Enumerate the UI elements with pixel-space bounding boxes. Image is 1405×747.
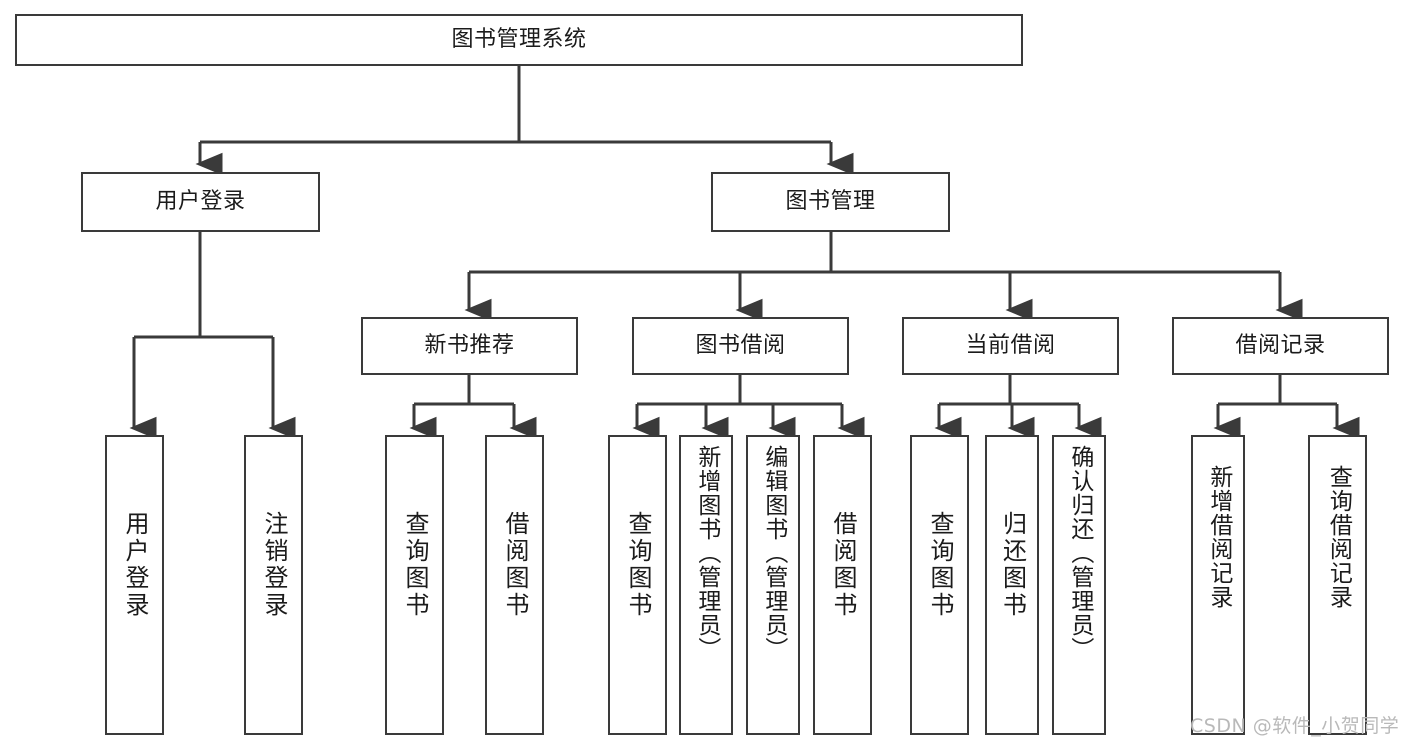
node-leaf-return-book[interactable]: 归还图书 — [985, 435, 1039, 735]
node-borrow-record[interactable]: 借阅记录 — [1172, 317, 1389, 375]
node-leaf-query-record-label: 查询借阅记录 — [1325, 465, 1352, 609]
node-book-manage-label: 图书管理 — [785, 188, 876, 214]
node-leaf-borrow-book-1-label: 借阅图书 — [500, 511, 529, 619]
node-leaf-logout-label: 注销登录 — [259, 511, 288, 619]
node-leaf-borrow-book-1[interactable]: 借阅图书 — [485, 435, 544, 735]
node-leaf-confirm-return-label: 确认归还（管理员） — [1066, 445, 1093, 661]
node-user-login-label: 用户登录 — [155, 188, 246, 214]
node-leaf-query-book-2-label: 查询图书 — [623, 511, 652, 619]
node-new-book-recommend[interactable]: 新书推荐 — [361, 317, 578, 375]
node-root[interactable]: 图书管理系统 — [15, 14, 1023, 66]
node-current-borrow[interactable]: 当前借阅 — [902, 317, 1119, 375]
node-leaf-borrow-book-2-label: 借阅图书 — [828, 511, 857, 619]
node-leaf-return-book-label: 归还图书 — [998, 511, 1027, 619]
csdn-watermark: CSDN @软件_小贺同学 — [1190, 715, 1400, 737]
node-current-borrow-label: 当前借阅 — [965, 332, 1056, 358]
node-leaf-query-book-1-label: 查询图书 — [400, 511, 429, 619]
node-user-login[interactable]: 用户登录 — [81, 172, 320, 232]
node-leaf-edit-book-label: 编辑图书（管理员） — [760, 445, 787, 661]
node-leaf-add-record[interactable]: 新增借阅记录 — [1191, 435, 1245, 735]
node-leaf-add-book[interactable]: 新增图书（管理员） — [679, 435, 733, 735]
node-leaf-borrow-book-2[interactable]: 借阅图书 — [813, 435, 872, 735]
node-book-manage[interactable]: 图书管理 — [711, 172, 950, 232]
node-leaf-query-book-3[interactable]: 查询图书 — [910, 435, 969, 735]
node-leaf-user-login-label: 用户登录 — [120, 511, 149, 619]
node-leaf-add-book-label: 新增图书（管理员） — [693, 445, 720, 661]
node-book-borrow[interactable]: 图书借阅 — [632, 317, 849, 375]
node-root-label: 图书管理系统 — [451, 26, 587, 52]
node-leaf-edit-book[interactable]: 编辑图书（管理员） — [746, 435, 800, 735]
node-leaf-add-record-label: 新增借阅记录 — [1205, 465, 1232, 609]
node-borrow-record-label: 借阅记录 — [1235, 332, 1326, 358]
node-leaf-confirm-return[interactable]: 确认归还（管理员） — [1052, 435, 1106, 735]
node-leaf-user-login[interactable]: 用户登录 — [105, 435, 164, 735]
node-leaf-query-book-2[interactable]: 查询图书 — [608, 435, 667, 735]
node-book-borrow-label: 图书借阅 — [695, 332, 786, 358]
node-leaf-query-record[interactable]: 查询借阅记录 — [1308, 435, 1367, 735]
node-leaf-logout[interactable]: 注销登录 — [244, 435, 303, 735]
node-leaf-query-book-3-label: 查询图书 — [925, 511, 954, 619]
node-new-book-recommend-label: 新书推荐 — [424, 332, 515, 358]
node-leaf-query-book-1[interactable]: 查询图书 — [385, 435, 444, 735]
